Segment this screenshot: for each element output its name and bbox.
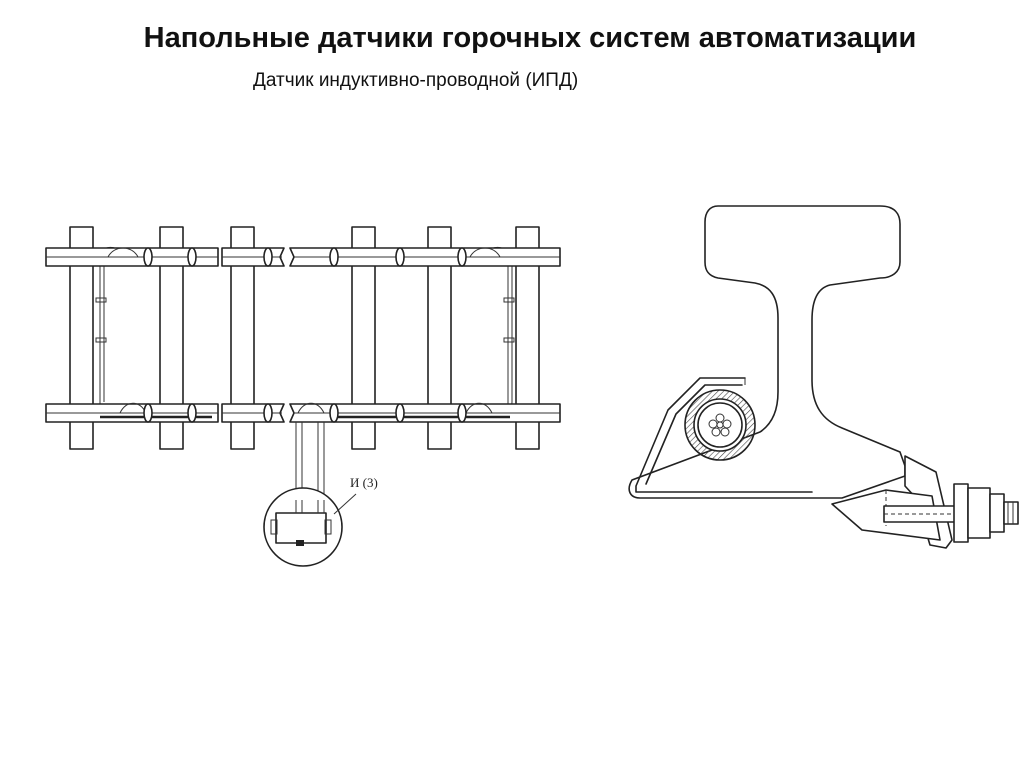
- sleeper: [351, 226, 376, 450]
- bolt: [883, 483, 1019, 543]
- junction-box-callout: И (3): [263, 475, 378, 567]
- track-plan-view: И (3): [45, 226, 561, 567]
- cable-section: [684, 389, 756, 461]
- top-rail: [45, 247, 561, 267]
- rail-cross-section: [628, 205, 1019, 549]
- sleepers: [69, 226, 540, 450]
- cable-clamp: [635, 377, 813, 493]
- page-title: Напольные датчики горочных систем автома…: [143, 22, 917, 54]
- rail-fasteners: [95, 247, 515, 423]
- callout-label: И (3): [350, 475, 378, 490]
- page-subtitle: Датчик индуктивно-проводной (ИПД): [253, 70, 579, 91]
- sleeper: [515, 226, 540, 450]
- rail-profile: [628, 205, 906, 499]
- sleeper: [230, 226, 255, 450]
- sleeper: [69, 226, 94, 450]
- lead-cables: [295, 422, 325, 500]
- sleeper: [427, 226, 452, 450]
- sleeper: [159, 226, 184, 450]
